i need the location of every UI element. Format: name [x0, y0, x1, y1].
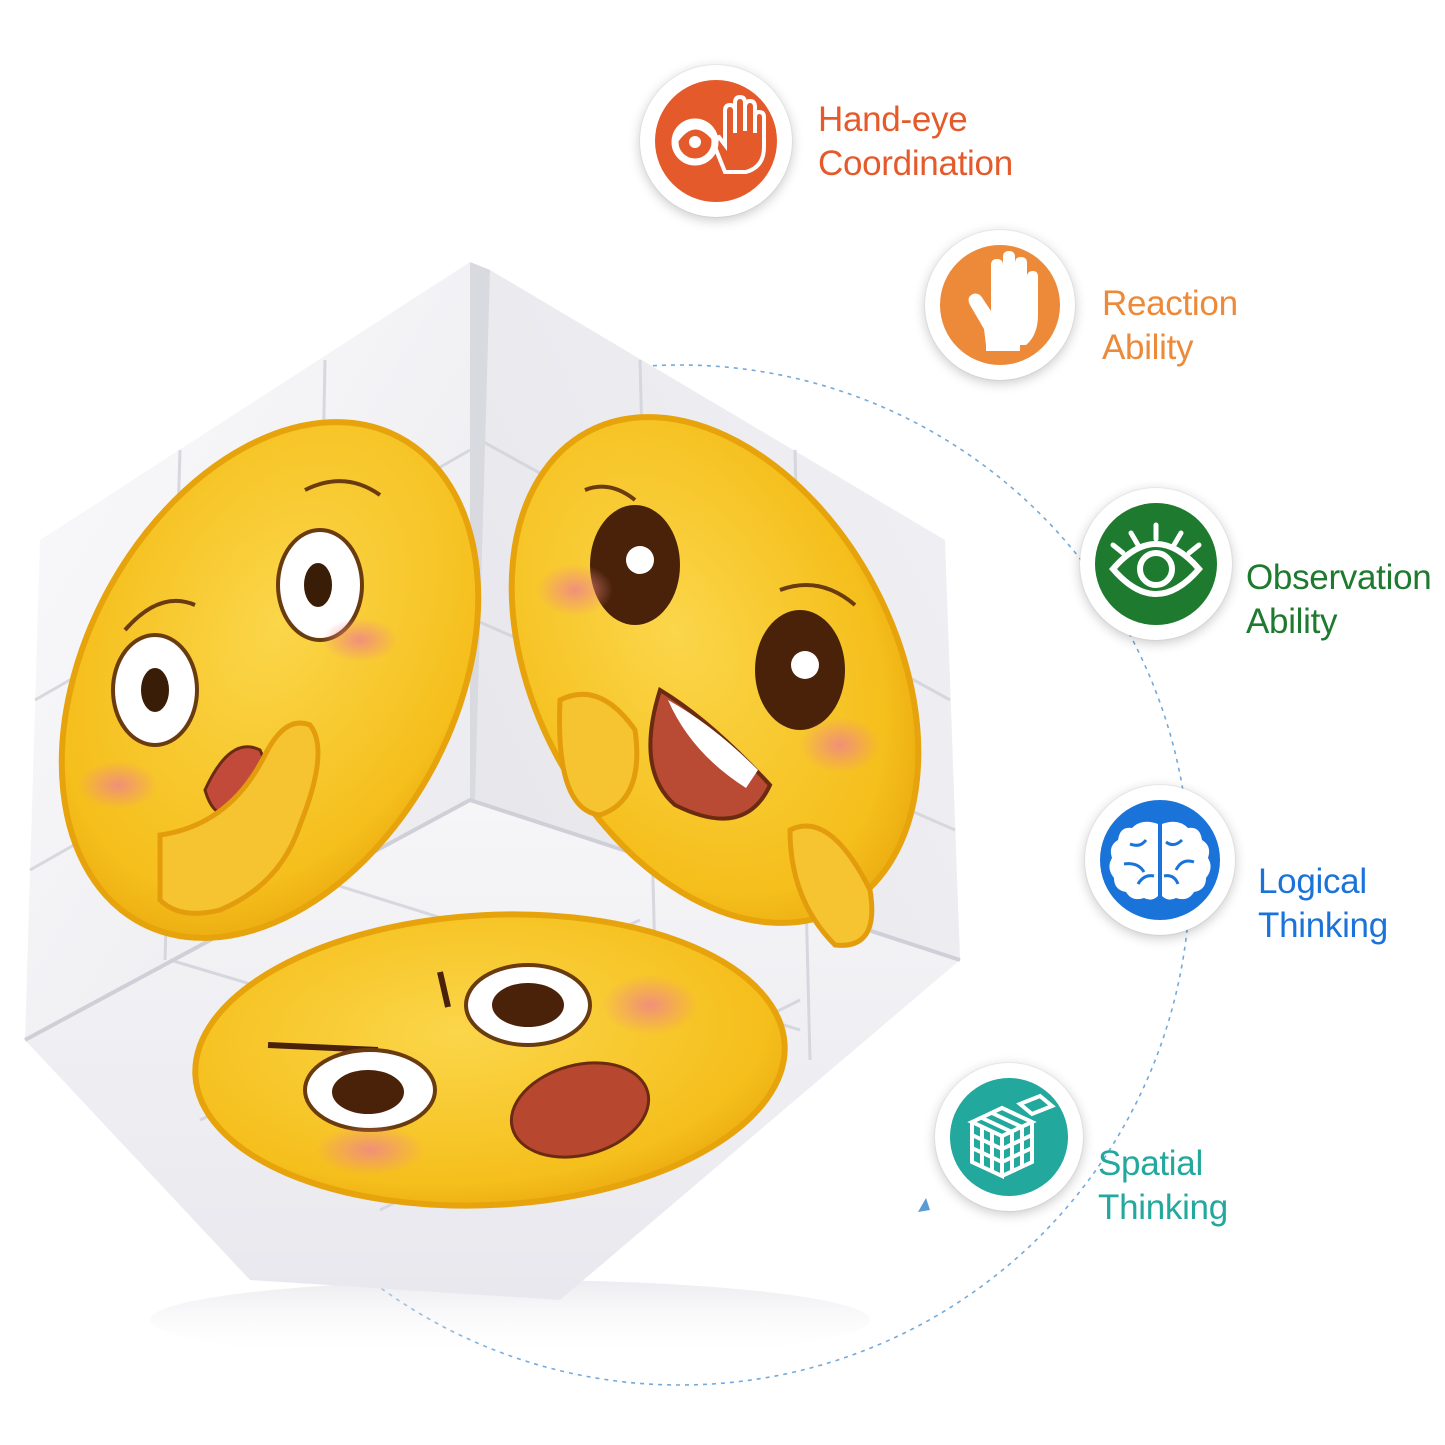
laughing-emoji — [508, 414, 922, 948]
benefit-title-line2: Ability — [1246, 602, 1338, 641]
benefit-title-line1: Observation — [1246, 558, 1432, 597]
benefit-title-line2: Thinking — [1258, 906, 1388, 945]
benefit-title-line1: Spatial — [1098, 1144, 1203, 1183]
benefit-title-line2: Coordination — [818, 144, 1013, 183]
benefit-title-line2: Ability — [1102, 328, 1194, 367]
benefit-title-line1: Logical — [1258, 862, 1367, 901]
surprised-emoji — [192, 911, 788, 1209]
benefit-title-line1: Reaction — [1102, 284, 1238, 323]
eye-hand-icon — [655, 80, 777, 202]
thinking-emoji — [58, 419, 482, 941]
emoji-cube — [24, 262, 961, 1360]
benefit-title-line1: Hand-eye — [818, 100, 968, 139]
ring-arrow-icon — [918, 1198, 930, 1212]
eye-icon — [1095, 503, 1217, 625]
cube-icon — [950, 1078, 1068, 1196]
brain-icon — [1100, 800, 1220, 920]
benefit-title-line2: Thinking — [1098, 1188, 1228, 1227]
hand-icon — [940, 245, 1060, 365]
